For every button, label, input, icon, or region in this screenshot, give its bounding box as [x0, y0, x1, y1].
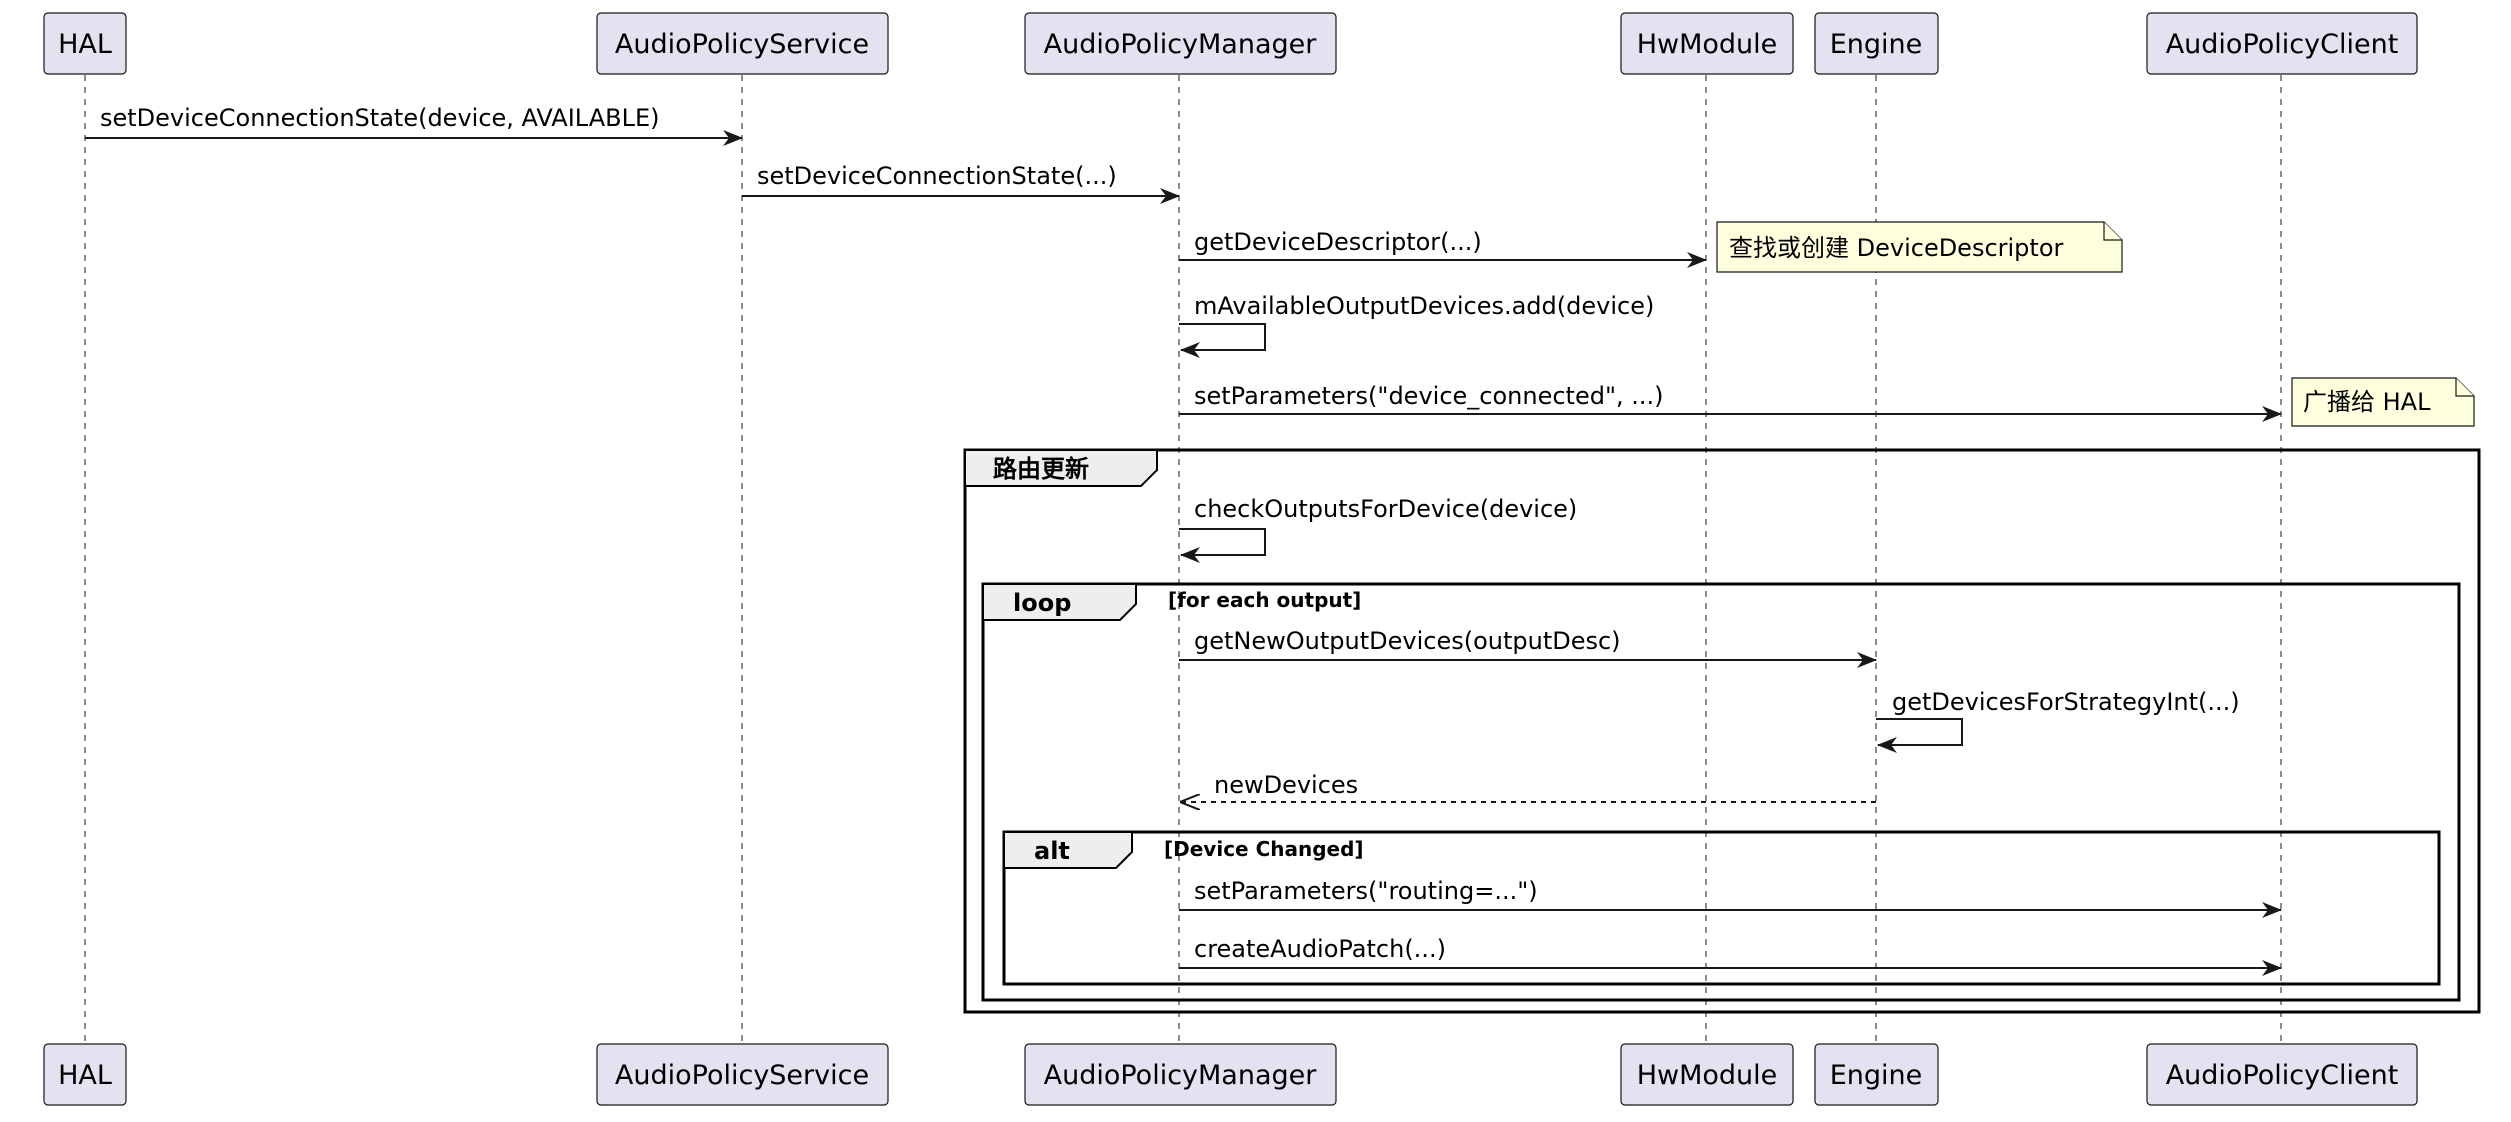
message-label: newDevices [1214, 771, 1358, 799]
fragment-group-routing-update: 路由更新 [963, 448, 2481, 1014]
fragment-tab [964, 449, 1158, 487]
participant-label: HAL [58, 1060, 112, 1091]
fragment-condition: [for each output] [1168, 588, 1361, 612]
fragment-loop: loop [for each output] [981, 582, 2461, 1002]
fragment-frame [1002, 830, 2441, 986]
participant-label: AudioPolicyService [615, 29, 869, 60]
note-box [1716, 221, 2123, 273]
fragment-tab [982, 583, 1137, 621]
participant-box [1814, 12, 1939, 75]
participant-label: HAL [58, 29, 112, 60]
message-label: checkOutputsForDevice(device) [1194, 495, 1577, 523]
note-box [2291, 377, 2475, 427]
fragment-tab [1003, 831, 1133, 869]
message-get-devices-for-strategy-int: getDevicesForStrategyInt(...) [1876, 688, 2240, 753]
participant-label: AudioPolicyManager [1044, 1060, 1318, 1091]
message-label: setDeviceConnectionState(device, AVAILAB… [100, 104, 660, 132]
participants-bottom: HAL AudioPolicyService AudioPolicyManage… [43, 1043, 2418, 1106]
participant-label: Engine [1830, 1060, 1923, 1091]
participant-box [1024, 12, 1337, 75]
note-corner [2103, 222, 2122, 241]
fragment-frame [981, 582, 2461, 1002]
participant-box [1024, 1043, 1337, 1106]
participant-label: HwModule [1637, 1060, 1778, 1091]
note-broadcast-hal: 广播给 HAL [2291, 377, 2475, 427]
participant-label: AudioPolicyClient [2166, 29, 2399, 60]
fragment-frame [963, 448, 2481, 1014]
participant-audiopolicyservice: AudioPolicyService [596, 12, 889, 75]
fragment-condition: [Device Changed] [1164, 837, 1364, 861]
participant-audiopolicyclient: AudioPolicyClient [2146, 12, 2418, 75]
message-label: setDeviceConnectionState(...) [757, 162, 1117, 190]
note-corner [2455, 378, 2474, 397]
fragment-label: 路由更新 [993, 455, 1089, 483]
message-set-device-connection-state-hal: setDeviceConnectionState(device, AVAILAB… [85, 104, 743, 146]
participant-box [1814, 1043, 1939, 1106]
participant-hwmodule: HwModule [1620, 12, 1794, 75]
participants-top: HAL AudioPolicyService AudioPolicyManage… [43, 12, 2418, 75]
message-get-new-output-devices: getNewOutputDevices(outputDesc) [1179, 627, 1877, 668]
message-self-arrow [1876, 718, 1963, 753]
message-new-devices-return: newDevices [1181, 771, 1876, 802]
message-label: getNewOutputDevices(outputDesc) [1194, 627, 1621, 655]
participant-audiopolicymanager: AudioPolicyManager [1024, 12, 1337, 75]
participant-label: HwModule [1637, 29, 1778, 60]
participant-audiopolicyservice: AudioPolicyService [596, 1043, 889, 1106]
fragment-label: loop [1013, 589, 1071, 617]
participant-box [2146, 1043, 2418, 1106]
participant-engine: Engine [1814, 1043, 1939, 1106]
participant-box [1620, 12, 1794, 75]
participant-label: AudioPolicyClient [2166, 1060, 2399, 1091]
participant-box [43, 1043, 127, 1106]
message-get-device-descriptor: getDeviceDescriptor(...) [1179, 228, 1707, 268]
message-set-parameters-device-connected: setParameters("device_connected", ...) [1179, 382, 2282, 422]
note-device-descriptor: 查找或创建 DeviceDescriptor [1716, 221, 2123, 273]
participant-box [596, 12, 889, 75]
participant-hal: HAL [43, 1043, 127, 1106]
participant-engine: Engine [1814, 12, 1939, 75]
participant-box [596, 1043, 889, 1106]
participant-label: Engine [1830, 29, 1923, 60]
participant-box [2146, 12, 2418, 75]
lifelines [84, 75, 2282, 1045]
message-set-device-connection-state-aps: setDeviceConnectionState(...) [742, 162, 1180, 204]
message-label: createAudioPatch(...) [1194, 935, 1446, 963]
participant-label: AudioPolicyManager [1044, 29, 1318, 60]
participant-audiopolicyclient: AudioPolicyClient [2146, 1043, 2418, 1106]
message-create-audio-patch: createAudioPatch(...) [1179, 935, 2282, 976]
fragment-alt: alt [Device Changed] [1002, 830, 2441, 986]
note-text: 查找或创建 DeviceDescriptor [1729, 234, 2064, 262]
message-label: setParameters("device_connected", ...) [1194, 382, 1664, 410]
message-self-arrow [1179, 528, 1266, 563]
message-label: setParameters("routing=...") [1194, 877, 1538, 905]
fragment-label: alt [1034, 837, 1070, 865]
message-label: getDevicesForStrategyInt(...) [1892, 688, 2240, 716]
participant-hwmodule: HwModule [1620, 1043, 1794, 1106]
participant-audiopolicymanager: AudioPolicyManager [1024, 1043, 1337, 1106]
participant-label: AudioPolicyService [615, 1060, 869, 1091]
message-label: mAvailableOutputDevices.add(device) [1194, 292, 1654, 320]
messages: setDeviceConnectionState(device, AVAILAB… [85, 104, 2282, 976]
participant-box [43, 12, 127, 75]
note-text: 广播给 HAL [2303, 388, 2431, 416]
participant-box [1620, 1043, 1794, 1106]
message-label: getDeviceDescriptor(...) [1194, 228, 1482, 256]
message-available-output-devices-add: mAvailableOutputDevices.add(device) [1179, 292, 1654, 358]
participant-hal: HAL [43, 12, 127, 75]
message-set-parameters-routing: setParameters("routing=...") [1179, 877, 2282, 918]
message-self-arrow [1179, 323, 1266, 358]
message-check-outputs-for-device: checkOutputsForDevice(device) [1179, 495, 1577, 563]
